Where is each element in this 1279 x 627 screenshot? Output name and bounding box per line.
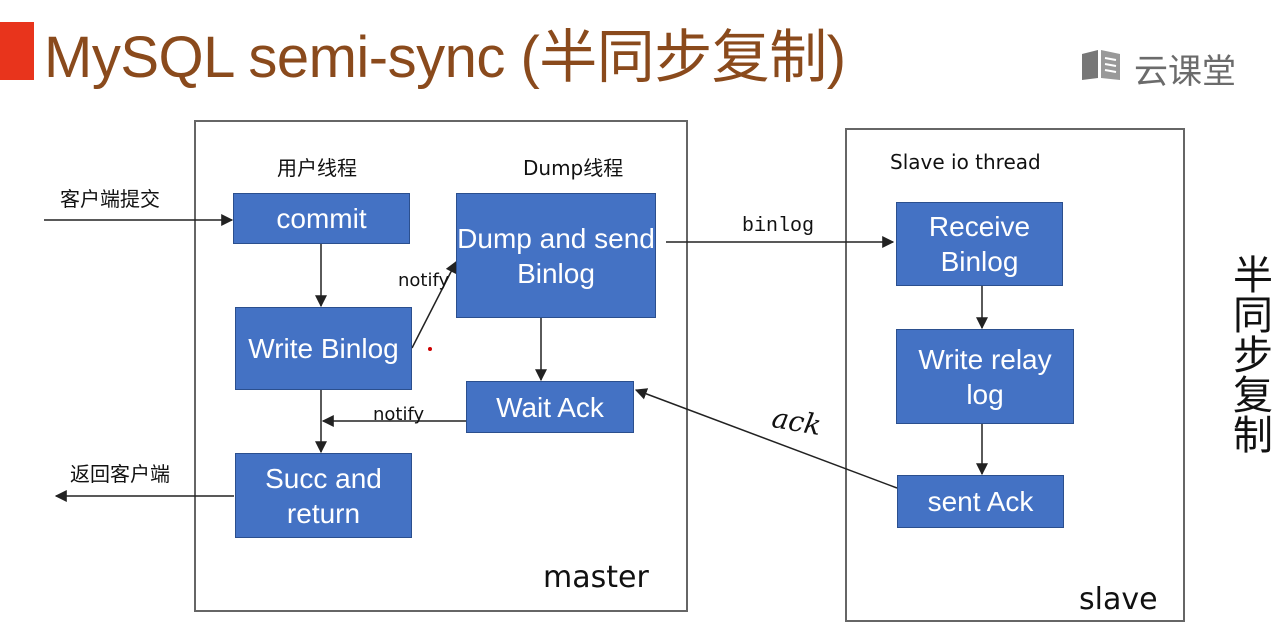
notify-label-1: notify [398,270,450,291]
commit-node: commit [233,193,410,244]
red-dot [428,347,432,351]
user-thread-label: 用户线程 [277,156,357,180]
receive-binlog-node: Receive Binlog [896,202,1063,286]
client-submit-label: 客户端提交 [60,187,160,211]
edge-notify-to-dump [411,260,457,349]
edge-ack-to-wait [634,388,898,489]
sent-ack-node: sent Ack [897,475,1064,528]
binlog-edge-label: binlog [742,215,815,238]
write-binlog-node: Write Binlog [235,307,412,390]
notify-label-2: notify [373,404,425,425]
succ-return-node: Succ and return [235,453,412,538]
slave-label: slave [1079,582,1158,617]
wait-ack-node: Wait Ack [466,381,634,433]
dump-thread-label: Dump线程 [523,156,624,180]
write-relay-log-node: Write relay log [896,329,1074,424]
logo-text: 云课堂 [1134,52,1236,92]
title-accent-bar [0,22,34,80]
dump-send-binlog-node: Dump and send Binlog [456,193,656,318]
logo: 云课堂 [1078,40,1258,92]
master-label: master [543,560,649,595]
page-title: MySQL semi-sync (半同步复制) [44,25,846,90]
side-caption: 半同步复制 [1226,254,1272,454]
return-client-label: 返回客户端 [70,462,170,486]
slave-thread-label: Slave io thread [890,150,1041,174]
book-icon [1082,50,1120,80]
